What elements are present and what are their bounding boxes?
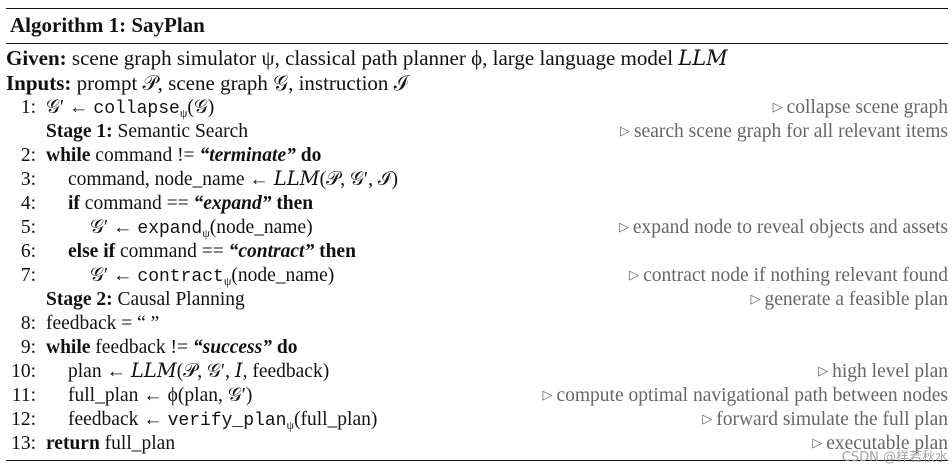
algorithm-line: 10: plan ← 𝐿𝐿𝑀(𝒫, 𝒢′, 𝐼, feedback) ▷high…	[6, 360, 948, 384]
algorithm-line: 4: if command == “expand” then	[6, 192, 948, 216]
algorithm-line: 5: 𝒢′ ← expandψ(node_name) ▷expand node …	[6, 216, 948, 240]
comment-triangle-icon: ▷	[818, 363, 829, 378]
line-text: feedback = “ ”	[46, 313, 160, 334]
comment-triangle-icon: ▷	[618, 219, 629, 234]
watermark: CSDN @样若秋水	[841, 450, 948, 465]
comment-triangle-icon: ▷	[702, 411, 713, 426]
inputs-text: prompt 𝒫, scene graph 𝒢, instruction ℐ	[76, 71, 409, 95]
line-text: command, node_name ← 𝐿𝐿𝑀(𝒫, 𝒢′, ℐ)	[68, 169, 398, 190]
quoted-value: “contract”	[228, 241, 315, 262]
algorithm-line: 2: while command != “terminate” do	[6, 144, 948, 168]
algorithm-title: Algorithm 1: SayPlan	[10, 11, 205, 39]
comment-triangle-icon: ▷	[619, 123, 630, 138]
line-comment: ▷high level plan	[818, 361, 948, 382]
keyword: while	[46, 337, 91, 358]
algorithm-line: 9: while feedback != “success” do	[6, 336, 948, 360]
stage-text: Causal Planning	[117, 289, 245, 310]
comment-triangle-icon: ▷	[629, 267, 640, 282]
algorithm-line: 7: 𝒢′ ← contractψ(node_name) ▷contract n…	[6, 264, 948, 288]
algorithm-line: 13: return full_plan ▷executable plan	[6, 432, 948, 456]
algorithm-line: 3: command, node_name ← 𝐿𝐿𝑀(𝒫, 𝒢′, ℐ)	[6, 168, 948, 192]
keyword: do	[295, 145, 322, 166]
line-number: 5:	[20, 217, 36, 238]
keyword: while	[46, 145, 91, 166]
line-number: 11:	[11, 385, 36, 406]
line-comment: ▷contract node if nothing relevant found	[629, 265, 948, 286]
line-number: 2:	[20, 145, 36, 166]
function-name: verify_plan	[167, 411, 287, 431]
given-text: scene graph simulator ψ, classical path …	[71, 46, 728, 70]
inputs-line: Inputs: prompt 𝒫, scene graph 𝒢, instruc…	[6, 71, 948, 95]
function-name: expand	[137, 219, 203, 239]
line-text: (𝒢)	[187, 97, 215, 118]
stage-line: Stage 2: Causal Planning ▷generate a fea…	[6, 288, 948, 312]
function-subscript: ψ	[179, 106, 188, 120]
line-number: 13:	[11, 433, 36, 454]
line-comment: ▷compute optimal navigational path betwe…	[542, 385, 948, 406]
line-number: 10:	[11, 361, 36, 382]
line-number: 9:	[20, 337, 36, 358]
stage-text: Semantic Search	[117, 121, 249, 142]
function-name: contract	[137, 267, 224, 287]
comment-triangle-icon: ▷	[750, 291, 761, 306]
line-number: 3:	[20, 169, 36, 190]
algorithm-line: 8: feedback = “ ”	[6, 312, 948, 336]
quoted-value: “expand”	[193, 193, 272, 214]
keyword: do	[271, 337, 298, 358]
line-number: 12:	[11, 409, 36, 430]
stage-label: Stage 1:	[46, 121, 113, 142]
top-rule	[6, 8, 948, 9]
line-comment: ▷executable plan	[812, 433, 948, 454]
keyword: return	[46, 433, 100, 454]
line-text: 𝒢′ ←	[46, 97, 94, 118]
line-comment: ▷collapse scene graph	[772, 97, 948, 118]
keyword: then	[271, 193, 314, 214]
keyword: if	[68, 193, 80, 214]
function-name: collapse	[93, 99, 180, 119]
keyword: then	[314, 241, 356, 262]
keyword: else if	[68, 241, 116, 262]
line-text: plan ← 𝐿𝐿𝑀(𝒫, 𝒢′, 𝐼, feedback)	[68, 361, 330, 382]
line-number: 7:	[20, 265, 36, 286]
line-number: 4:	[20, 193, 36, 214]
line-text: full_plan ← ϕ(plan, 𝒢′)	[68, 385, 253, 406]
quoted-value: “success”	[192, 337, 272, 358]
line-comment: ▷search scene graph for all relevant ite…	[619, 121, 948, 142]
comment-triangle-icon: ▷	[812, 435, 823, 450]
line-number: 1:	[20, 97, 36, 118]
given-line: Given: scene graph simulator ψ, classica…	[6, 46, 948, 70]
given-label: Given:	[6, 46, 67, 70]
bottom-rule	[6, 460, 948, 461]
algorithm-line: 1: 𝒢′ ← collapseψ(𝒢) ▷collapse scene gra…	[6, 96, 948, 120]
line-comment: ▷generate a feasible plan	[750, 289, 948, 310]
line-number: 6:	[20, 241, 36, 262]
line-comment: ▷forward simulate the full plan	[702, 409, 948, 430]
algorithm-line: 11: full_plan ← ϕ(plan, 𝒢′) ▷compute opt…	[6, 384, 948, 408]
title-rule	[6, 43, 948, 44]
inputs-label: Inputs:	[6, 71, 72, 95]
quoted-value: “terminate”	[199, 145, 296, 166]
algorithm-line: 6: else if command == “contract” then	[6, 240, 948, 264]
comment-triangle-icon: ▷	[772, 99, 783, 114]
stage-line: Stage 1: Semantic Search ▷search scene g…	[6, 120, 948, 144]
stage-label: Stage 2:	[46, 289, 113, 310]
line-comment: ▷expand node to reveal objects and asset…	[618, 217, 948, 238]
algorithm-line: 12: feedback ← verify_planψ(full_plan) ▷…	[6, 408, 948, 432]
line-number: 8:	[20, 313, 36, 334]
comment-triangle-icon: ▷	[542, 387, 553, 402]
algorithm-title-text: Algorithm 1: SayPlan	[10, 13, 205, 37]
